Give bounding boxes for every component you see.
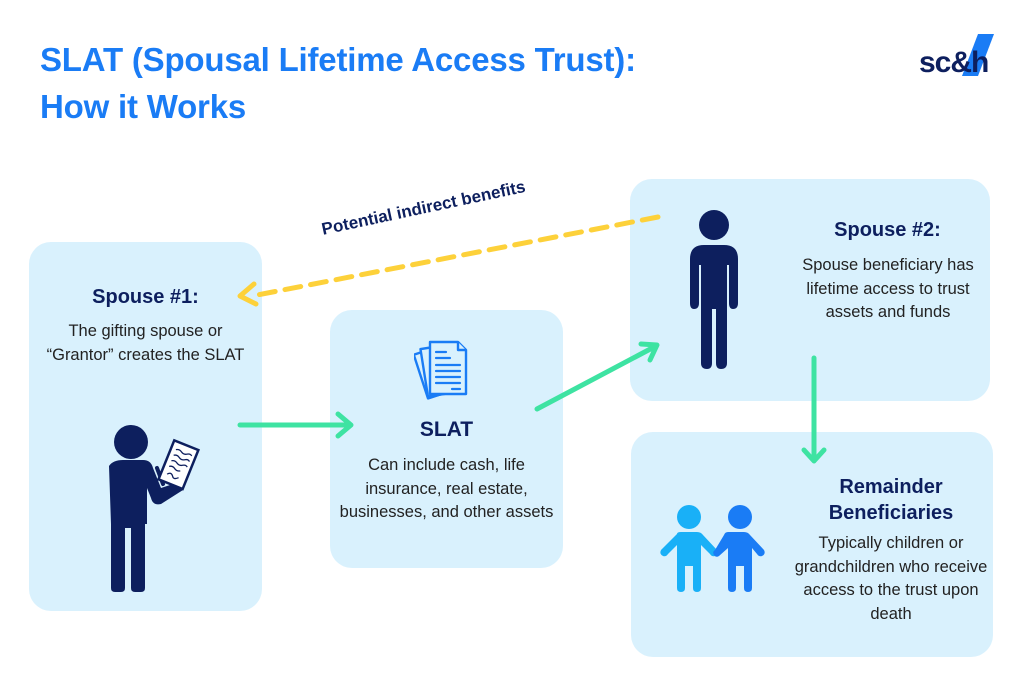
title-line-1: SLAT (Spousal Lifetime Access Trust): — [40, 41, 636, 78]
card-remainder-beneficiaries: Remainder Beneficiaries Typically childr… — [631, 432, 993, 657]
indirect-benefits-arrow — [237, 214, 661, 307]
page-title: SLAT (Spousal Lifetime Access Trust): Ho… — [40, 36, 636, 130]
person-writing-icon — [109, 425, 200, 592]
spouse-1-heading: Spouse #1: — [92, 286, 199, 308]
card-spouse-2: Spouse #2: Spouse beneficiary has lifeti… — [630, 179, 990, 401]
sch-logo-icon: sc&h — [919, 34, 994, 78]
remainder-beneficiaries-description: Typically children or grandchildren who … — [794, 534, 988, 623]
arrow-spouse2-to-remainder — [801, 355, 827, 464]
documents-icon — [414, 340, 468, 400]
slat-description: Can include cash, life insurance, real e… — [339, 456, 554, 521]
indirect-benefits-label: Potential indirect benefits — [319, 177, 528, 239]
spouse-1-description: The gifting spouse or “Grantor” creates … — [46, 322, 245, 364]
children-icon — [660, 505, 765, 592]
arrow-slat-to-spouse2 — [534, 341, 660, 412]
card-slat: SLAT Can include cash, life insurance, r… — [330, 310, 563, 568]
spouse-2-heading: Spouse #2: — [834, 219, 941, 241]
arrow-spouse1-to-slat — [237, 411, 354, 439]
logo-text: sc&h — [919, 46, 988, 78]
card-spouse-1: Spouse #1: The gifting spouse or “Granto… — [29, 242, 262, 611]
slat-heading: SLAT — [419, 418, 474, 441]
title-line-2: How it Works — [40, 88, 247, 125]
spouse-2-description: Spouse beneficiary has lifetime access t… — [802, 256, 974, 321]
person-standing-icon — [690, 210, 738, 369]
remainder-beneficiaries-heading: Remainder Beneficiaries — [828, 476, 954, 524]
